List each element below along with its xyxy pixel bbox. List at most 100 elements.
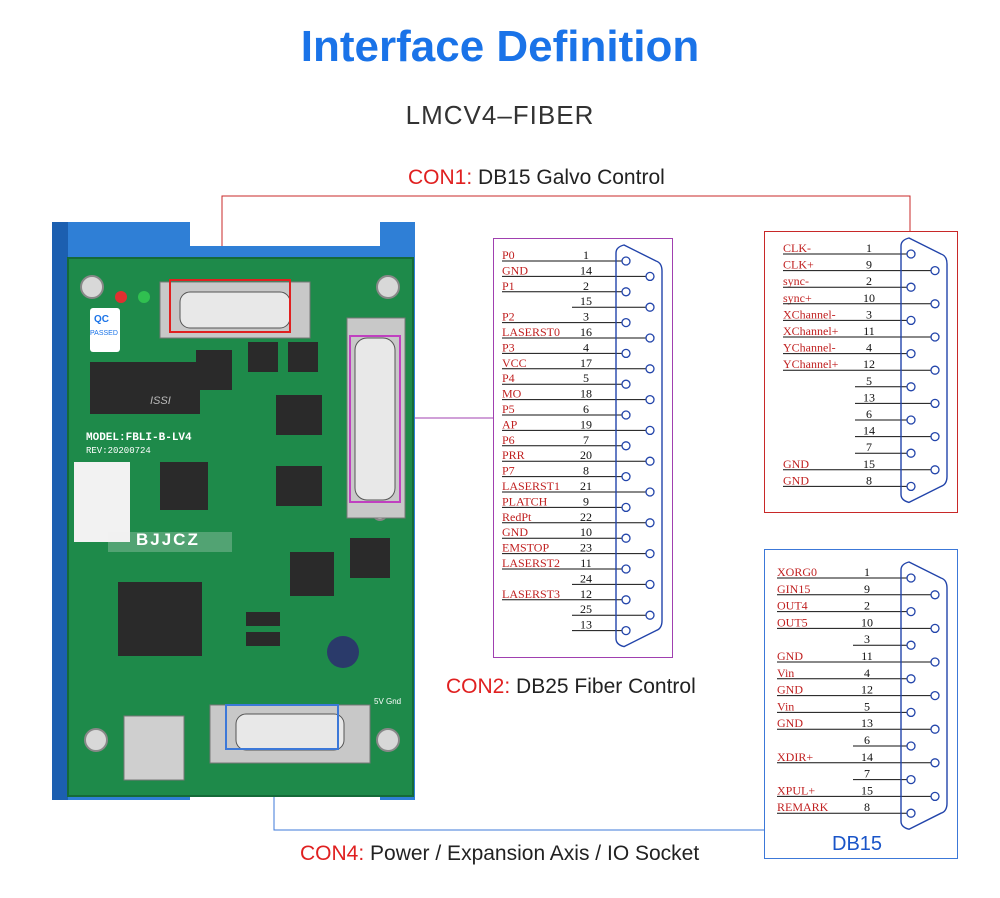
pin-label: LASERST0: [502, 325, 560, 339]
pin-number: 6: [583, 402, 589, 416]
pin-label: P0: [502, 248, 515, 262]
pin-label: GND: [777, 649, 803, 663]
pin-label: PLATCH: [502, 494, 548, 508]
pin-label: P1: [502, 279, 515, 293]
pin-number: 21: [580, 479, 592, 493]
pin-number: 17: [580, 356, 592, 370]
pin-circle: [645, 394, 655, 405]
con4-highlight: [225, 704, 339, 750]
usb-port: [123, 715, 185, 781]
pin-circle: [906, 674, 916, 684]
pin-label: OUT5: [777, 615, 808, 629]
pin-label: CLK+: [783, 258, 814, 272]
pin-number: 15: [861, 783, 873, 797]
pin-circle: [906, 249, 916, 259]
pin-number: 1: [864, 565, 870, 579]
pin-circle: [621, 348, 631, 359]
pin-circle: [621, 441, 631, 451]
con4-text: Power / Expansion Axis / IO Socket: [370, 842, 700, 865]
pin-circle: [645, 610, 655, 620]
pin-number: 11: [580, 556, 592, 570]
pin-circle: [906, 348, 916, 359]
con4-key: CON4:: [300, 842, 365, 865]
pin-number: 11: [863, 324, 875, 338]
pin-label: LASERST2: [502, 556, 560, 570]
pin-number: 11: [861, 649, 873, 663]
con1-highlight: [169, 279, 291, 333]
pin-circle: [906, 282, 916, 292]
pin-number: 14: [863, 424, 875, 438]
inductor: [327, 636, 359, 668]
pin-circle: [930, 299, 940, 309]
pin-circle: [621, 379, 631, 389]
pin-number: 14: [580, 263, 592, 277]
pin-label: Vin: [777, 666, 794, 680]
pin-circle: [930, 332, 940, 342]
pin-label: EMSTOP: [502, 541, 549, 555]
pin-number: 7: [864, 767, 870, 781]
pin-label: GND: [502, 263, 528, 277]
pin-number: 10: [863, 291, 875, 305]
pin-circle: [930, 758, 940, 768]
pin-circle: [621, 502, 631, 513]
pin-circle: [906, 448, 916, 458]
pin-number: 7: [583, 433, 589, 447]
pin-label: XDIR+: [777, 750, 813, 764]
pin-circle: [645, 456, 655, 466]
pin-label: P7: [502, 464, 515, 478]
pin-circle: [645, 579, 655, 590]
pin-circle: [645, 487, 655, 497]
pin-circle: [621, 410, 631, 420]
pin-circle: [906, 707, 916, 718]
pin-number: 22: [580, 510, 592, 524]
pin-number: 12: [580, 587, 592, 601]
pin-number: 2: [866, 274, 872, 288]
pin-number: 2: [864, 599, 870, 613]
pin-circle: [906, 808, 916, 818]
pin-circle: [621, 256, 631, 266]
pin-label: P2: [502, 310, 515, 324]
pin-number: 5: [866, 374, 872, 388]
con2-text: DB25 Fiber Control: [516, 675, 696, 698]
brand-plate: [108, 532, 232, 552]
pin-number: 4: [866, 341, 872, 355]
led-red-icon: [115, 291, 127, 303]
pin-circle: [906, 382, 916, 392]
pin-number: 9: [866, 258, 872, 272]
pin-number: 4: [583, 340, 589, 354]
con1-text: DB15 Galvo Control: [478, 166, 665, 189]
pin-circle: [621, 533, 631, 543]
pin-label: P4: [502, 371, 515, 385]
pin-number: 9: [583, 494, 589, 508]
pin-number: 5: [864, 699, 870, 713]
connector-shell: [900, 561, 948, 830]
pin-circle: [930, 265, 940, 276]
pin-number: 8: [864, 800, 870, 814]
pin-circle: [930, 398, 940, 409]
pin-circle: [645, 548, 655, 559]
pin-circle: [621, 625, 631, 636]
pin-label: P3: [502, 340, 515, 354]
pin-circle: [645, 518, 655, 528]
pcb-chips: [90, 342, 390, 656]
pin-label: sync-: [783, 274, 809, 288]
pin-number: 13: [861, 716, 873, 730]
pin-circle: [906, 741, 916, 751]
pin-circle: [645, 333, 655, 343]
pin-label: CLK-: [783, 241, 811, 255]
pin-label: GND: [783, 473, 809, 487]
qc-text: QC: [94, 314, 109, 325]
pin-number: 18: [580, 387, 592, 401]
pin-circle: [930, 690, 940, 701]
pin-number: 7: [866, 440, 872, 454]
pin-number: 3: [866, 307, 872, 321]
pin-label: AP: [502, 417, 518, 431]
pin-circle: [930, 431, 940, 442]
pin-label: MO: [502, 387, 522, 401]
pin-number: 8: [583, 464, 589, 478]
pin-label: XPUL+: [777, 783, 815, 797]
pin-label: GND: [777, 716, 803, 730]
pin-circle: [906, 573, 916, 583]
pin-circle: [930, 465, 940, 475]
